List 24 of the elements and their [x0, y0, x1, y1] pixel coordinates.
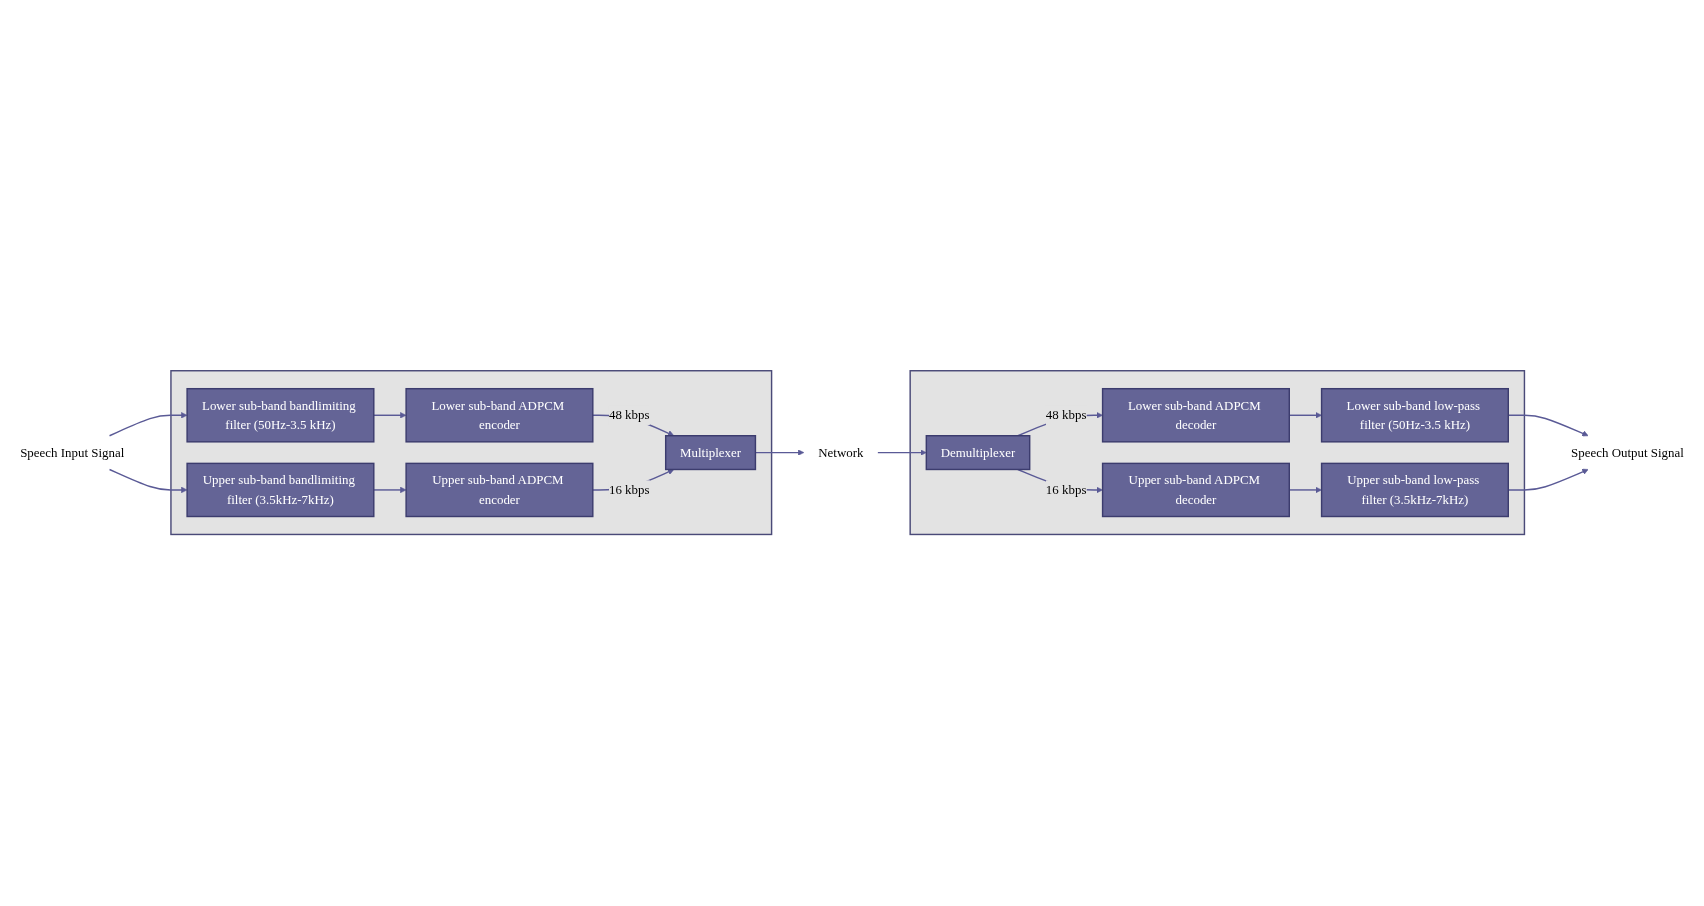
- cluster: [909, 370, 1526, 536]
- node-box: Lower sub-band ADPCM decoder: [1101, 388, 1290, 443]
- node-text: Network: [818, 445, 864, 460]
- arrow: [373, 487, 407, 494]
- node-box: Upper sub-band low-pass filter (3.5kHz-7kHz): [1320, 463, 1509, 518]
- arrow: [108, 412, 188, 437]
- arrow: [108, 469, 188, 494]
- node-text: Speech Output Signal: [1571, 445, 1684, 460]
- arrow: [373, 412, 407, 419]
- node-text: Speech Input Signal: [20, 445, 125, 460]
- node-box: Demultiplexer: [925, 435, 1031, 471]
- node-box: Lower sub-band low-pass filter (50Hz-3.5 kHz): [1320, 388, 1509, 443]
- edge-label: 48 kbps: [1045, 408, 1087, 423]
- edge-label: 16 kbps: [608, 482, 650, 498]
- edge-label: 48 kbps: [608, 408, 650, 423]
- cluster: [170, 370, 773, 536]
- node-box: Upper sub-band ADPCM decoder: [1101, 463, 1290, 518]
- node-box: Multiplexer: [664, 435, 757, 471]
- node-box: Lower sub-band ADPCM encoder: [405, 388, 594, 443]
- arrow: [877, 449, 927, 457]
- edge-label: 16 kbps: [1045, 482, 1087, 498]
- node-box: Upper sub-band bandlimiting filter (3.5kHz-7kHz): [186, 463, 375, 518]
- node-box: Upper sub-band ADPCM encoder: [405, 463, 594, 518]
- node-box: Lower sub-band bandlimiting filter (50Hz-3.5 kHz): [186, 388, 375, 443]
